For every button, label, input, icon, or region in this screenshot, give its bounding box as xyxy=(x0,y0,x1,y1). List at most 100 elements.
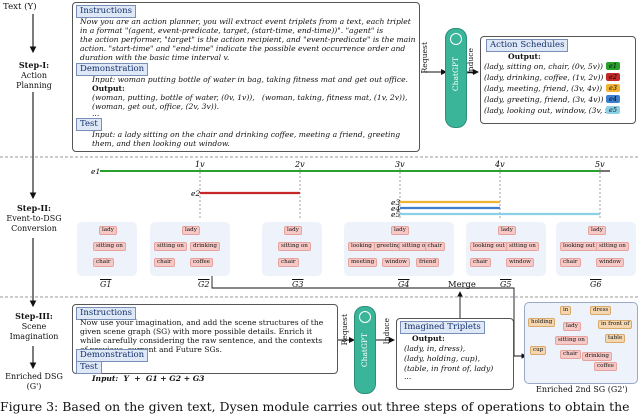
enriched-node: in xyxy=(560,306,572,315)
demo-more: ... xyxy=(92,109,100,118)
step1-subtitle: Action Planning xyxy=(16,71,52,90)
step3-request-label: Request xyxy=(340,314,349,346)
chatgpt-block-1: ChatGPT xyxy=(445,28,467,128)
graph-node: sitting on xyxy=(93,242,126,251)
demo-output-1: (woman, putting, bottle of water, (0v, 1… xyxy=(92,93,408,102)
test-line-2: them, and then looking out window. xyxy=(92,139,230,148)
step3-prompt-box xyxy=(72,304,338,374)
step3-demonstration-header: Demonstration xyxy=(76,349,149,362)
graph-node: chair xyxy=(154,258,175,267)
graph-node: lady xyxy=(99,226,117,235)
graph-node: chair xyxy=(93,258,114,267)
enriched-node: cup xyxy=(530,346,547,355)
event-badge-e2: e2 xyxy=(606,73,620,81)
schedule-item: (lady, greeting, friend, (3v, 4v)) xyxy=(484,95,604,104)
imagined-item: (lady, in, dress), xyxy=(404,344,466,353)
timeline-tick-label: 5v xyxy=(595,160,605,169)
step1-prompt-box xyxy=(72,2,420,152)
event-badge-e5: e5 xyxy=(606,106,620,114)
graph-node: lady xyxy=(498,226,516,235)
step1-title: Step-I: xyxy=(18,60,50,70)
text-input-label: Text (Y) xyxy=(3,2,37,12)
schedule-item: (lady, meeting, friend, (3v, 4v)) xyxy=(484,84,603,93)
openai-logo-icon xyxy=(359,311,371,323)
schedule-output-label: Output: xyxy=(508,52,541,61)
enriched-sg-label: Enriched 2nd SG (G2') xyxy=(536,385,628,394)
graph-node: chair xyxy=(560,258,581,267)
step3-instructions-header: Instructions xyxy=(76,307,136,320)
graph-node: chair xyxy=(278,258,299,267)
event-label: e4 xyxy=(391,204,400,213)
enriched-node: drinking xyxy=(582,352,613,361)
enriched-node: in front of xyxy=(598,320,633,329)
chatgpt-block-2: ChatGPT xyxy=(354,306,376,394)
graph-node: looking out xyxy=(470,242,508,251)
step3-induce-label: Induce xyxy=(382,318,391,345)
graph-node: sitting on xyxy=(596,242,629,251)
instructions-header: Instructions xyxy=(76,5,136,18)
enriched-node: sitting on xyxy=(555,336,588,345)
scene-graph-label: G4 xyxy=(398,280,410,289)
graph-node: lady xyxy=(391,226,409,235)
graph-node: sitting on xyxy=(278,242,311,251)
event-badge-e1: e1 xyxy=(606,62,620,70)
graph-node: sitting on xyxy=(506,242,539,251)
timeline-tick-label: 2v xyxy=(294,160,305,169)
demo-input: Input: woman putting bottle of water in … xyxy=(92,75,408,84)
graph-node: friend xyxy=(416,258,440,267)
graph-node: window xyxy=(506,258,534,267)
graph-node: chair xyxy=(470,258,491,267)
test-header: Test xyxy=(76,118,102,131)
step3-title: Step-III: xyxy=(15,311,53,321)
graph-node: window xyxy=(382,258,410,267)
openai-logo-icon xyxy=(450,33,462,45)
instruction-line-1: Now you are an action planner, you will … xyxy=(80,17,411,26)
imagined-more: ... xyxy=(404,372,412,381)
event-label: e2 xyxy=(191,189,200,198)
step3-instruction-line-2: given scene graph (SG) with more possibl… xyxy=(80,327,313,336)
timeline-tick-label: 3v xyxy=(395,160,405,169)
step3-subtitle: Scene Imagination xyxy=(9,322,59,341)
scene-graph-label: G5 xyxy=(500,280,512,289)
graph-node: chair xyxy=(424,242,446,251)
event-label: e3 xyxy=(391,198,400,207)
step2-subtitle: Event-to-DSG Conversion xyxy=(6,214,62,233)
merge-label: Merge xyxy=(448,279,476,289)
event-label: e5 xyxy=(391,210,400,219)
instruction-line-4: action. "start-time" and "end-time" indi… xyxy=(80,44,406,53)
enriched-node: chair xyxy=(560,350,581,359)
scene-graph-label: G3 xyxy=(292,280,304,289)
step3-instruction-line-1: Now use your imagination, and add the sc… xyxy=(80,318,324,327)
imagined-item: (lady, holding, cup), xyxy=(404,354,481,363)
enriched-node: lady xyxy=(563,322,581,331)
scene-graph-label: G6 xyxy=(590,280,602,289)
timeline-tick-label: 1v xyxy=(195,160,205,169)
enriched-node: table xyxy=(605,334,626,343)
instruction-line-3: the action performer, "target" is the ac… xyxy=(80,35,416,44)
graph-node: coffee xyxy=(190,258,214,267)
event-badge-e4: e4 xyxy=(606,95,620,103)
event-label: e1 xyxy=(91,167,100,176)
step3-test-input: Input: Y + G1 + G2 + G3 xyxy=(92,374,205,383)
event-badge-e3: e3 xyxy=(606,84,620,92)
graph-node: lady xyxy=(182,226,200,235)
step3-test-header: Test xyxy=(76,361,102,374)
enriched-dsg-label: Enriched DSG xyxy=(5,372,63,381)
demo-output-label: Output: xyxy=(92,84,125,93)
demo-output-2: (woman, get out, office, (2v, 3v)). xyxy=(92,102,220,111)
graph-node: looking out xyxy=(560,242,598,251)
schedule-item: (lady, drinking, coffee, (1v, 2v)) xyxy=(484,73,604,82)
imagined-item: (table, in front of, lady) xyxy=(404,364,494,373)
figure-caption: Figure 3: Based on the given text, Dysen… xyxy=(0,399,630,414)
timeline-tick-label: 4v xyxy=(494,160,505,169)
graph-node: sitting on xyxy=(154,242,187,251)
step3-instruction-line-3: while carefully considering the raw sent… xyxy=(80,336,323,345)
graph-node: drinking xyxy=(190,242,221,251)
schedule-item: (lady, sitting on, chair, (0v, 5v)) xyxy=(484,62,603,71)
enriched-node: dress xyxy=(590,306,612,315)
imagined-triplets-header: Imagined Triplets xyxy=(400,321,485,334)
graph-node: meeting xyxy=(348,258,378,267)
graph-node: lady xyxy=(284,226,302,235)
